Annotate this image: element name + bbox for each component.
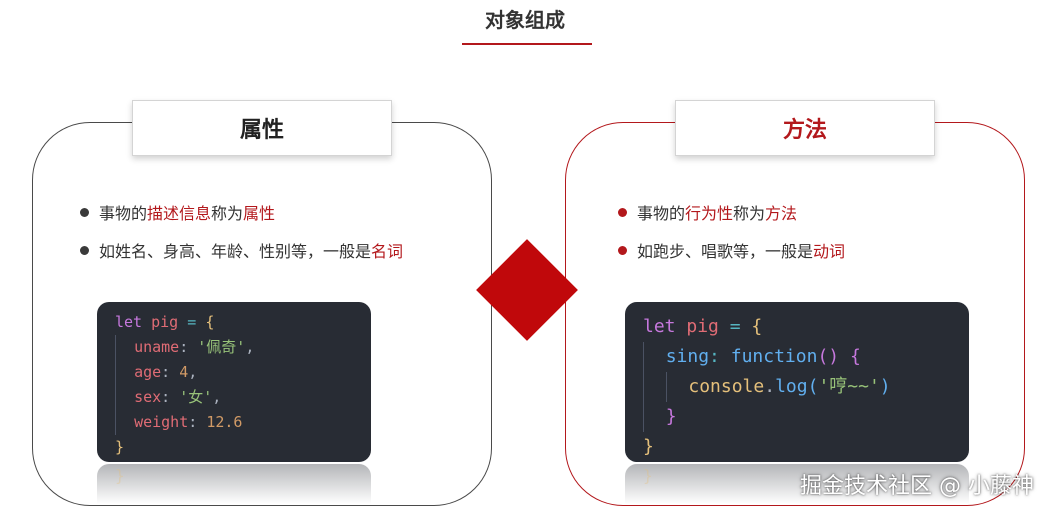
list-item: 如姓名、身高、年龄、性别等，一般是名词 [80, 238, 403, 262]
methods-heading: 方法 [675, 100, 935, 156]
code-reflection: } [97, 464, 371, 504]
title-underline [462, 43, 592, 45]
bullet-dot-icon [618, 245, 627, 255]
code-line: uname: '佩奇', [115, 335, 371, 360]
properties-code-block: let pig = { uname: '佩奇', age: 4, sex: '女… [97, 302, 371, 462]
code-line: sex: '女', [115, 385, 371, 410]
page-title: 对象组成 [485, 8, 565, 32]
bullet-dot-icon [80, 207, 89, 217]
methods-bullets: 事物的行为性称为方法 如跑步、唱歌等，一般是动词 [618, 200, 845, 276]
code-line: } [643, 402, 969, 432]
code-line: age: 4, [115, 360, 371, 385]
properties-heading: 属性 [132, 100, 392, 156]
code-line: let pig = { [115, 313, 215, 331]
code-reflection: } [625, 464, 969, 504]
code-line: } [115, 438, 125, 456]
code-line: let pig = { [643, 316, 763, 337]
code-line: sing: function() { [643, 342, 969, 372]
list-item: 事物的行为性称为方法 [618, 200, 845, 224]
list-item: 如跑步、唱歌等，一般是动词 [618, 238, 845, 262]
code-line: weight: 12.6 [115, 410, 371, 435]
properties-bullets: 事物的描述信息称为属性 如姓名、身高、年龄、性别等，一般是名词 [80, 200, 403, 276]
bullet-dot-icon [80, 245, 89, 255]
code-line: console.log('哼~~') [643, 372, 969, 402]
watermark: 掘金技术社区 @ 小藤神 [800, 474, 1034, 499]
code-line: } [643, 436, 654, 457]
methods-code-block: let pig = { sing: function() { console.l… [625, 302, 969, 462]
bullet-dot-icon [618, 207, 627, 217]
list-item: 事物的描述信息称为属性 [80, 200, 403, 224]
